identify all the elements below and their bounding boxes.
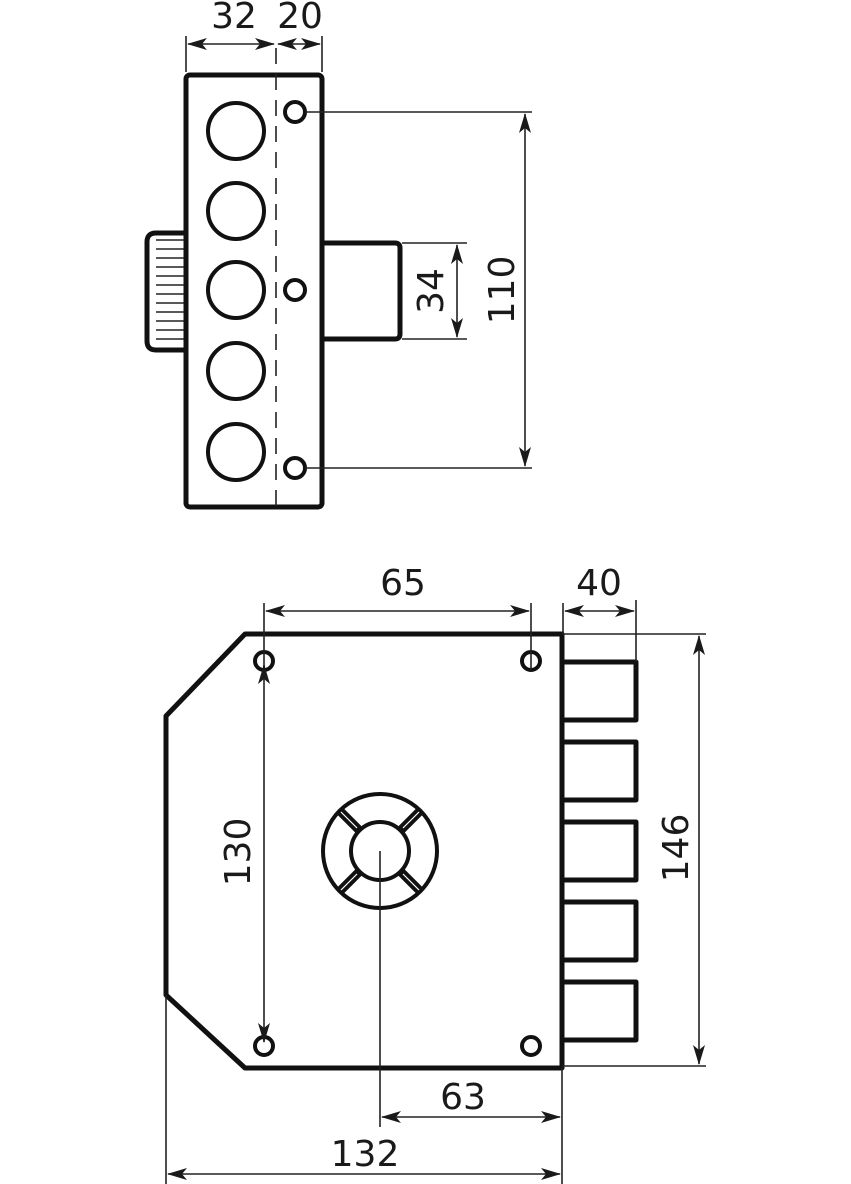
fixing-holes-side bbox=[283, 100, 307, 480]
dimension-110: 110 bbox=[305, 111, 532, 469]
fixing-holes-front bbox=[253, 650, 542, 1057]
dim-130-label: 130 bbox=[218, 818, 259, 887]
dim-65-label: 65 bbox=[380, 563, 426, 604]
bolt-side bbox=[319, 240, 403, 342]
dim-32-label: 32 bbox=[211, 0, 257, 37]
dim-40-label: 40 bbox=[576, 563, 622, 604]
cylinder-circles bbox=[206, 101, 266, 482]
dimension-132: 132 bbox=[165, 995, 561, 1184]
dimension-63: 63 bbox=[379, 851, 563, 1184]
dimension-130: 130 bbox=[218, 664, 270, 1043]
dimension-146: 146 bbox=[562, 633, 706, 1067]
front-view: 65 40 146 130 63 bbox=[163, 563, 706, 1184]
lock-body-side bbox=[183, 72, 325, 510]
dim-146-label: 146 bbox=[656, 814, 697, 883]
dim-110-label: 110 bbox=[482, 256, 523, 325]
bolts-front bbox=[561, 659, 639, 1043]
knurled-knob bbox=[144, 230, 189, 353]
dimension-34: 34 bbox=[402, 242, 467, 340]
dimension-65: 65 bbox=[263, 563, 532, 670]
dimension-32-20: 32 20 bbox=[185, 0, 323, 72]
dim-20-label: 20 bbox=[277, 0, 323, 37]
dimension-40: 40 bbox=[562, 563, 637, 662]
dim-132-label: 132 bbox=[331, 1134, 400, 1175]
dim-63-label: 63 bbox=[440, 1077, 486, 1118]
dim-34-label: 34 bbox=[411, 268, 452, 314]
side-view: 32 20 34 110 bbox=[144, 0, 532, 510]
